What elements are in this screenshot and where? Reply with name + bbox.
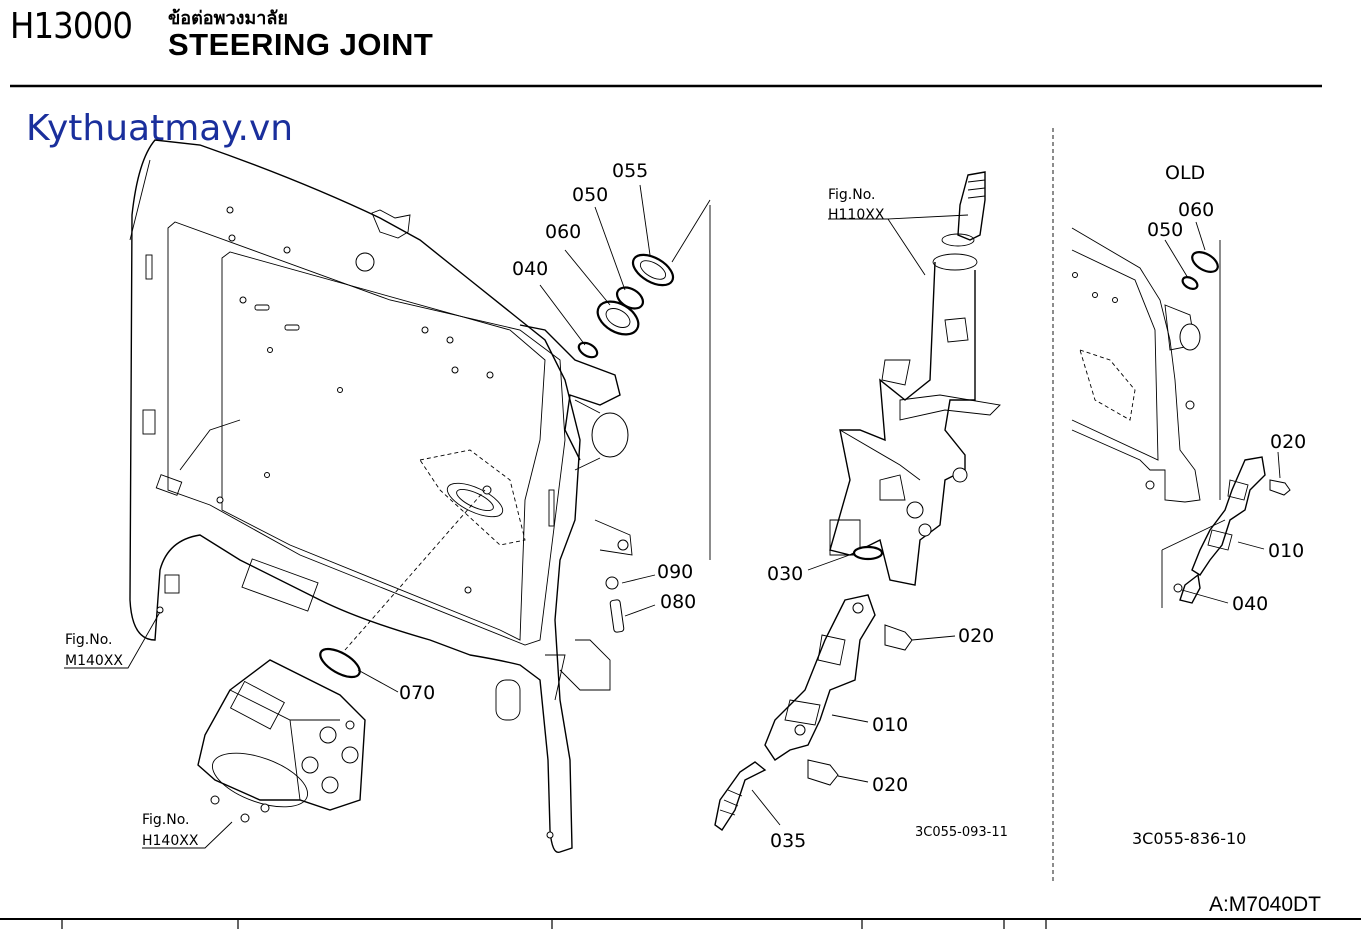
part-labels-old: OLD 050 060 020 010 040 <box>1147 162 1306 615</box>
washer-030 <box>852 545 884 561</box>
steering-unit <box>197 647 366 823</box>
part-label: 060 <box>1178 199 1214 221</box>
ring-050 <box>1181 276 1199 290</box>
old-universal-joint <box>1173 456 1291 604</box>
fig-id: M140XX <box>65 653 123 669</box>
seal-055 <box>631 253 675 287</box>
fig-prefix: Fig.No. <box>142 812 190 828</box>
slot <box>495 679 521 721</box>
slot <box>155 474 183 496</box>
slot <box>164 574 180 594</box>
bearing-060 <box>1191 251 1219 273</box>
part-label: 090 <box>657 561 693 583</box>
fig-prefix: Fig.No. <box>828 187 876 203</box>
fig-id: H140XX <box>142 833 199 849</box>
part-label: 050 <box>572 184 608 206</box>
column-tube <box>591 412 629 458</box>
drawing-code-old: 3C055-836-10 <box>1132 829 1246 848</box>
fig-id: H110XX <box>828 207 885 223</box>
part-label: 010 <box>872 714 908 736</box>
seal-070 <box>319 647 361 679</box>
footer-table-ticks <box>61 919 1047 929</box>
bracket <box>241 558 319 612</box>
leaders-old <box>1164 221 1281 604</box>
bearing-stack <box>577 205 711 560</box>
section-code: H13000 <box>10 6 133 47</box>
bolt-020 <box>884 624 913 651</box>
part-label: 040 <box>512 258 548 280</box>
part-label: 030 <box>767 563 803 585</box>
part-label: 060 <box>545 221 581 243</box>
model-code: A:M7040DT <box>1208 893 1321 916</box>
universal-joint <box>714 594 913 831</box>
part-label: 020 <box>958 625 994 647</box>
bolt-020 <box>807 759 839 786</box>
fig-prefix: Fig.No. <box>65 632 113 648</box>
old-heading: OLD <box>1165 162 1205 184</box>
part-label: 040 <box>1232 593 1268 615</box>
part-label: 035 <box>770 830 806 852</box>
title-thai: ข้อต่อพวงมาลัย <box>168 8 288 29</box>
part-label: 050 <box>1147 219 1183 241</box>
top-bracket <box>371 209 411 239</box>
bolt-020 <box>1269 479 1291 496</box>
slot <box>142 409 156 435</box>
part-label: 010 <box>1268 540 1304 562</box>
leaders-middle <box>751 214 969 826</box>
leaders-left <box>64 184 711 849</box>
part-label: 070 <box>399 682 435 704</box>
title-english: STEERING JOINT <box>168 27 434 62</box>
dash-panel-frame <box>129 139 633 854</box>
drawing-codes: 3C055-093-11 3C055-836-10 <box>915 825 1246 848</box>
slot <box>548 489 555 527</box>
old-panel <box>1071 227 1226 608</box>
slot <box>145 254 153 280</box>
watermark: Kythuatmay.vn <box>26 108 294 149</box>
part-label: 055 <box>612 160 648 182</box>
steering-column <box>829 171 1001 586</box>
drawing-code-main: 3C055-093-11 <box>915 825 1008 840</box>
part-label: 020 <box>1270 431 1306 453</box>
ring-040 <box>577 341 599 359</box>
part-label: 020 <box>872 774 908 796</box>
figure-refs: Fig.No. M140XX Fig.No. H140XX Fig.No. H1… <box>65 187 885 849</box>
part-labels-main: 055 050 060 040 090 080 070 030 020 010 … <box>399 160 994 852</box>
clip-pin <box>605 576 625 633</box>
column-bracket <box>519 324 621 461</box>
part-label: 080 <box>660 591 696 613</box>
mount-hole <box>355 252 375 272</box>
